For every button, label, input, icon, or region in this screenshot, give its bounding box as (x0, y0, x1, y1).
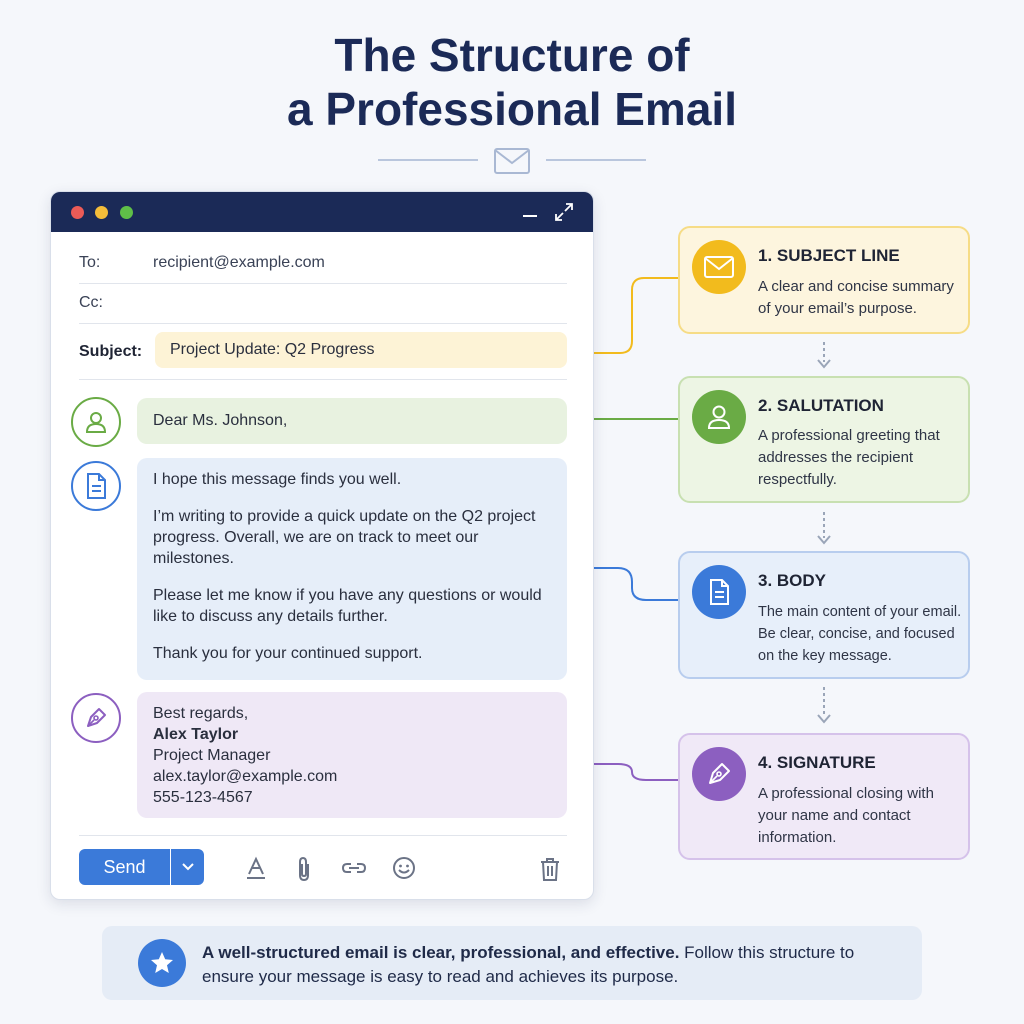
card-title: 1. SUBJECT LINE (758, 246, 900, 265)
signature-email: alex.taylor@example.com (153, 768, 338, 785)
body-paragraph-3: Please let me know if you have any quest… (153, 587, 542, 625)
card-signature: 4. SIGNATURE A professional closing with… (678, 733, 970, 860)
send-options-button[interactable] (171, 849, 204, 885)
signature-block[interactable]: Best regards, Alex Taylor Project Manage… (137, 692, 567, 818)
to-value[interactable]: recipient@example.com (153, 254, 325, 271)
body-paragraph-4: Thank you for your continued support. (153, 645, 423, 662)
document-icon (71, 461, 121, 511)
signature-role: Project Manager (153, 747, 271, 764)
subject-label: Subject: (79, 343, 143, 360)
format-text-icon[interactable] (244, 856, 268, 880)
emoji-icon[interactable] (392, 856, 416, 880)
signature-name: Alex Taylor (153, 726, 239, 743)
to-label: To: (79, 254, 101, 271)
minimize-icon[interactable] (521, 202, 539, 222)
card-body: 3. BODY The main content of your email. … (678, 551, 970, 679)
maximize-dot[interactable] (120, 206, 133, 219)
trash-icon[interactable] (539, 856, 561, 882)
subject-field[interactable]: Subject: Project Update: Q2 Progress (79, 332, 567, 380)
subject-input[interactable]: Project Update: Q2 Progress (155, 332, 567, 368)
signature-phone: 555-123-4567 (153, 789, 253, 806)
window-titlebar (51, 192, 593, 232)
envelope-icon (692, 240, 746, 294)
signature-closing: Best regards, (153, 705, 249, 722)
envelope-icon (494, 148, 530, 174)
footer-bold-text: A well-structured email is clear, profes… (202, 943, 680, 962)
salutation-text: Dear Ms. Johnson, (153, 412, 288, 429)
arrow-down-icon (817, 342, 831, 369)
title-line-1: The Structure of (334, 29, 690, 81)
pen-nib-icon (71, 693, 121, 743)
document-icon (692, 565, 746, 619)
card-description: The main content of your email. Be clear… (758, 604, 962, 664)
title-divider-right (546, 159, 646, 161)
footer-text: A well-structured email is clear, profes… (202, 941, 882, 989)
card-subject-line: 1. SUBJECT LINE A clear and concise summ… (678, 226, 970, 334)
chevron-down-icon (181, 863, 194, 871)
body-paragraph-1: I hope this message finds you well. (153, 471, 402, 488)
to-field[interactable]: To: recipient@example.com (79, 244, 567, 284)
close-dot[interactable] (71, 206, 84, 219)
footer-note: A well-structured email is clear, profes… (102, 926, 922, 1000)
send-button[interactable]: Send (79, 849, 170, 885)
pen-nib-icon (692, 747, 746, 801)
email-compose-window: To: recipient@example.com Cc: Subject: P… (50, 191, 594, 900)
title-divider-left (378, 159, 478, 161)
title-line-2: a Professional Email (287, 83, 737, 135)
star-icon (138, 939, 186, 987)
cc-label: Cc: (79, 294, 103, 311)
page-title: The Structure of a Professional Email (0, 28, 1024, 136)
attachment-icon[interactable] (293, 856, 315, 882)
card-description: A clear and concise summary of your emai… (758, 278, 954, 317)
arrow-down-icon (817, 512, 831, 545)
salutation-block[interactable]: Dear Ms. Johnson, (137, 398, 567, 444)
card-title: 4. SIGNATURE (758, 753, 876, 772)
card-title: 2. SALUTATION (758, 396, 884, 415)
card-salutation: 2. SALUTATION A professional greeting th… (678, 376, 970, 503)
arrow-down-icon (817, 687, 831, 724)
card-title: 3. BODY (758, 571, 827, 590)
card-description: A professional greeting that addresses t… (758, 427, 940, 488)
minimize-dot[interactable] (95, 206, 108, 219)
footer-rest-text: Follow this structure to ensure your mes… (202, 943, 855, 986)
expand-icon[interactable] (554, 202, 574, 222)
cc-field[interactable]: Cc: (79, 284, 567, 324)
body-block[interactable]: I hope this message finds you well. I’m … (137, 458, 567, 680)
link-icon[interactable] (340, 856, 368, 880)
card-description: A professional closing with your name an… (758, 785, 934, 846)
person-icon (692, 390, 746, 444)
person-icon (71, 397, 121, 447)
toolbar-divider (79, 835, 567, 836)
body-paragraph-2: I’m writing to provide a quick update on… (153, 508, 536, 567)
